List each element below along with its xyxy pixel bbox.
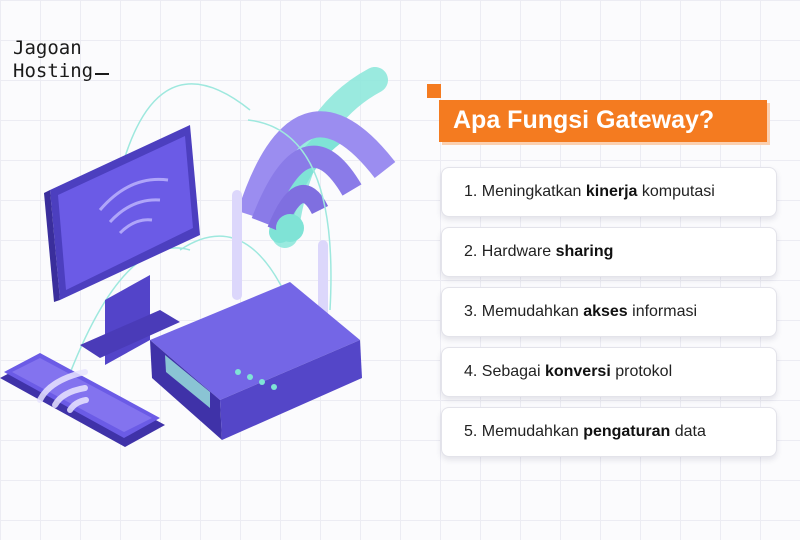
monitor-icon <box>44 125 200 365</box>
item-text-post: data <box>670 423 706 440</box>
list-item-2: 2. Hardware sharing <box>441 227 777 277</box>
item-text-bold: akses <box>583 303 628 320</box>
item-text-pre: 5. Memudahkan <box>464 423 584 440</box>
brand-line-2: Hosting <box>13 60 110 83</box>
brand-line-2-text: Hosting <box>13 60 94 82</box>
brand-logo: Jagoan Hosting <box>13 37 110 83</box>
cursor-icon <box>95 73 110 75</box>
item-text-bold: konversi <box>544 363 611 380</box>
item-text-pre: 1. Meningkatkan <box>464 183 586 200</box>
item-text-pre: 2. Hardware <box>464 243 556 260</box>
list-item-3: 3. Memudahkan akses informasi <box>441 287 777 337</box>
title-accent <box>427 84 441 98</box>
list-item-1: 1. Meningkatkan kinerja komputasi <box>441 167 777 217</box>
router-icon <box>150 190 362 440</box>
item-text-post: protokol <box>610 363 673 380</box>
list-item-4: 4. Sebagai konversi protokol <box>441 347 777 397</box>
item-text-post: komputasi <box>637 183 715 200</box>
item-text-pre: 3. Memudahkan <box>464 303 584 320</box>
brand-line-1: Jagoan <box>13 37 82 59</box>
item-text-bold: kinerja <box>585 183 638 200</box>
item-text-bold: pengaturan <box>583 423 671 440</box>
item-text-pre: 4. Sebagai <box>464 363 545 380</box>
item-text-bold: sharing <box>555 243 614 260</box>
page-title: Apa Fungsi Gateway? <box>453 106 715 134</box>
title-box: Apa Fungsi Gateway? <box>439 100 767 142</box>
smartphone-icon <box>0 353 165 447</box>
wifi-icon <box>237 67 396 248</box>
list-item-5: 5. Memudahkan pengaturan data <box>441 407 777 457</box>
item-text-post: informasi <box>627 303 698 320</box>
network-illustration <box>0 67 396 447</box>
